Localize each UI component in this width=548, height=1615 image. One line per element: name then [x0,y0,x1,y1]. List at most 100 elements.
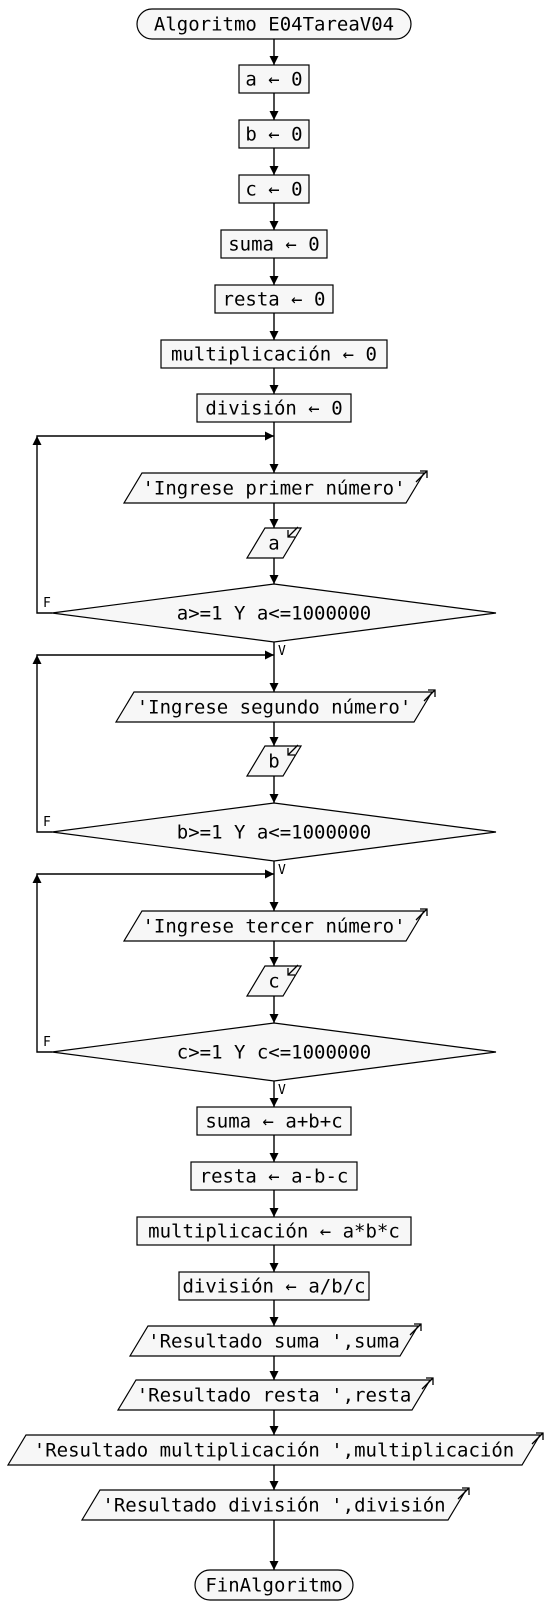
node-init-division: división ← 0 [196,393,352,423]
true-branch-label: V [278,644,286,659]
node-calc-suma: suma ← a+b+c [196,1106,352,1136]
node-show-resta: 'Resultado resta ',resta [116,1377,434,1411]
node-label: 'Ingrese segundo número' [137,697,412,719]
node-label: c [268,971,279,993]
node-label: c ← 0 [245,179,302,201]
node-check-b: b>=1 Y a<=1000000 [51,802,497,862]
node-label: 'Ingrese primer número' [142,478,405,500]
node-read-a: a [245,526,303,559]
loop-join-arrowhead [265,869,274,879]
process-box [238,174,310,204]
process-box [136,1216,412,1246]
node-check-c: c>=1 Y c<=1000000 [51,1022,497,1082]
output-arrow-icon [423,689,436,702]
output-parallelogram [128,1325,420,1357]
node-init-multiplicacion: multiplicación ← 0 [160,339,388,369]
connector-arrowhead [269,1481,279,1490]
node-calc-multiplicacion: multiplicación ← a*b*c [136,1216,412,1246]
connector-arrowhead [269,1561,279,1570]
node-label: b [268,751,279,773]
node-label: 'Resultado suma ',suma [148,1331,400,1353]
loop-back-line [36,435,274,614]
node-read-c: c [245,964,303,997]
node-end: FinAlgoritmo [194,1569,354,1601]
loop-back-arrowhead [32,655,42,664]
connector-arrowhead [269,1208,279,1217]
node-calc-division: división ← a/b/c [178,1271,370,1301]
node-label: b>=1 Y a<=1000000 [177,822,371,844]
process-box [196,393,352,423]
node-show-multiplicacion: 'Resultado multiplicación ',multiplicaci… [6,1432,544,1466]
node-init-c: c ← 0 [238,174,310,204]
connector-arrowhead [269,957,279,966]
process-box [190,1161,358,1191]
loop-join-arrowhead [265,650,274,660]
output-arrow-icon [409,1323,422,1336]
connector-arrowhead [269,519,279,528]
output-parallelogram [122,910,426,942]
node-label: resta ← a-b-c [200,1166,349,1188]
false-branch-label: F [43,596,51,611]
node-init-a: a ← 0 [238,64,310,94]
node-check-a: a>=1 Y a<=1000000 [51,583,497,643]
connector-arrowhead [269,221,279,230]
output-arrow-icon [531,1432,544,1445]
output-parallelogram [114,691,434,723]
loop-back-line [36,873,274,1053]
output-parallelogram [80,1489,468,1521]
loop-back-line [36,654,274,833]
output-parallelogram [122,472,426,504]
connector-arrowhead [269,902,279,911]
process-box [238,64,310,94]
connector-arrowhead [269,1371,279,1380]
input-arrow-icon [287,744,299,756]
node-calc-resta: resta ← a-b-c [190,1161,358,1191]
node-label: a ← 0 [245,69,302,91]
connector-arrowhead [269,56,279,65]
process-box [178,1271,370,1301]
node-label: suma ← a+b+c [205,1111,342,1133]
connector-arrowhead [269,111,279,120]
connector-arrowhead [269,331,279,340]
node-label: 'Resultado multiplicación ',multiplicaci… [34,1440,514,1462]
connector-arrowhead [269,683,279,692]
connector-arrowhead [269,737,279,746]
connector-arrowhead [269,385,279,394]
connector-arrowhead [269,1153,279,1162]
output-parallelogram [116,1379,432,1411]
node-label: 'Resultado resta ',resta [137,1385,412,1407]
output-arrow-icon [421,1377,434,1390]
node-label: Algoritmo E04TareaV04 [154,14,394,36]
input-arrow-icon [287,964,299,976]
loop-back-arrowhead [32,436,42,445]
node-label: resta ← 0 [223,289,326,311]
output-arrow-icon [415,470,428,483]
connector-arrowhead [269,1098,279,1107]
node-label: división ← a/b/c [182,1276,365,1298]
node-show-division: 'Resultado división ',división [80,1487,470,1521]
node-label: 'Ingrese tercer número' [142,916,405,938]
connector-arrowhead [269,1263,279,1272]
node-init-b: b ← 0 [238,119,310,149]
connector-arrowhead [269,1426,279,1435]
node-show-suma: 'Resultado suma ',suma [128,1323,422,1357]
loop-join-arrowhead [265,431,274,441]
output-parallelogram [6,1434,542,1466]
node-prompt-c: 'Ingrese tercer número' [122,908,428,942]
node-label: suma ← 0 [228,234,320,256]
node-label: multiplicación ← a*b*c [148,1221,400,1243]
false-branch-label: F [43,815,51,830]
node-label: a>=1 Y a<=1000000 [177,603,371,625]
node-prompt-a: 'Ingrese primer número' [122,470,428,504]
connector-arrowhead [269,1014,279,1023]
output-arrow-icon [415,908,428,921]
connector-arrowhead [269,464,279,473]
connector-arrowhead [269,794,279,803]
connector-arrowhead [269,166,279,175]
node-label: c>=1 Y c<=1000000 [177,1042,371,1064]
node-label: división ← 0 [205,398,342,420]
node-label: multiplicación ← 0 [171,344,377,366]
false-branch-label: F [43,1035,51,1050]
connector-arrowhead [269,276,279,285]
